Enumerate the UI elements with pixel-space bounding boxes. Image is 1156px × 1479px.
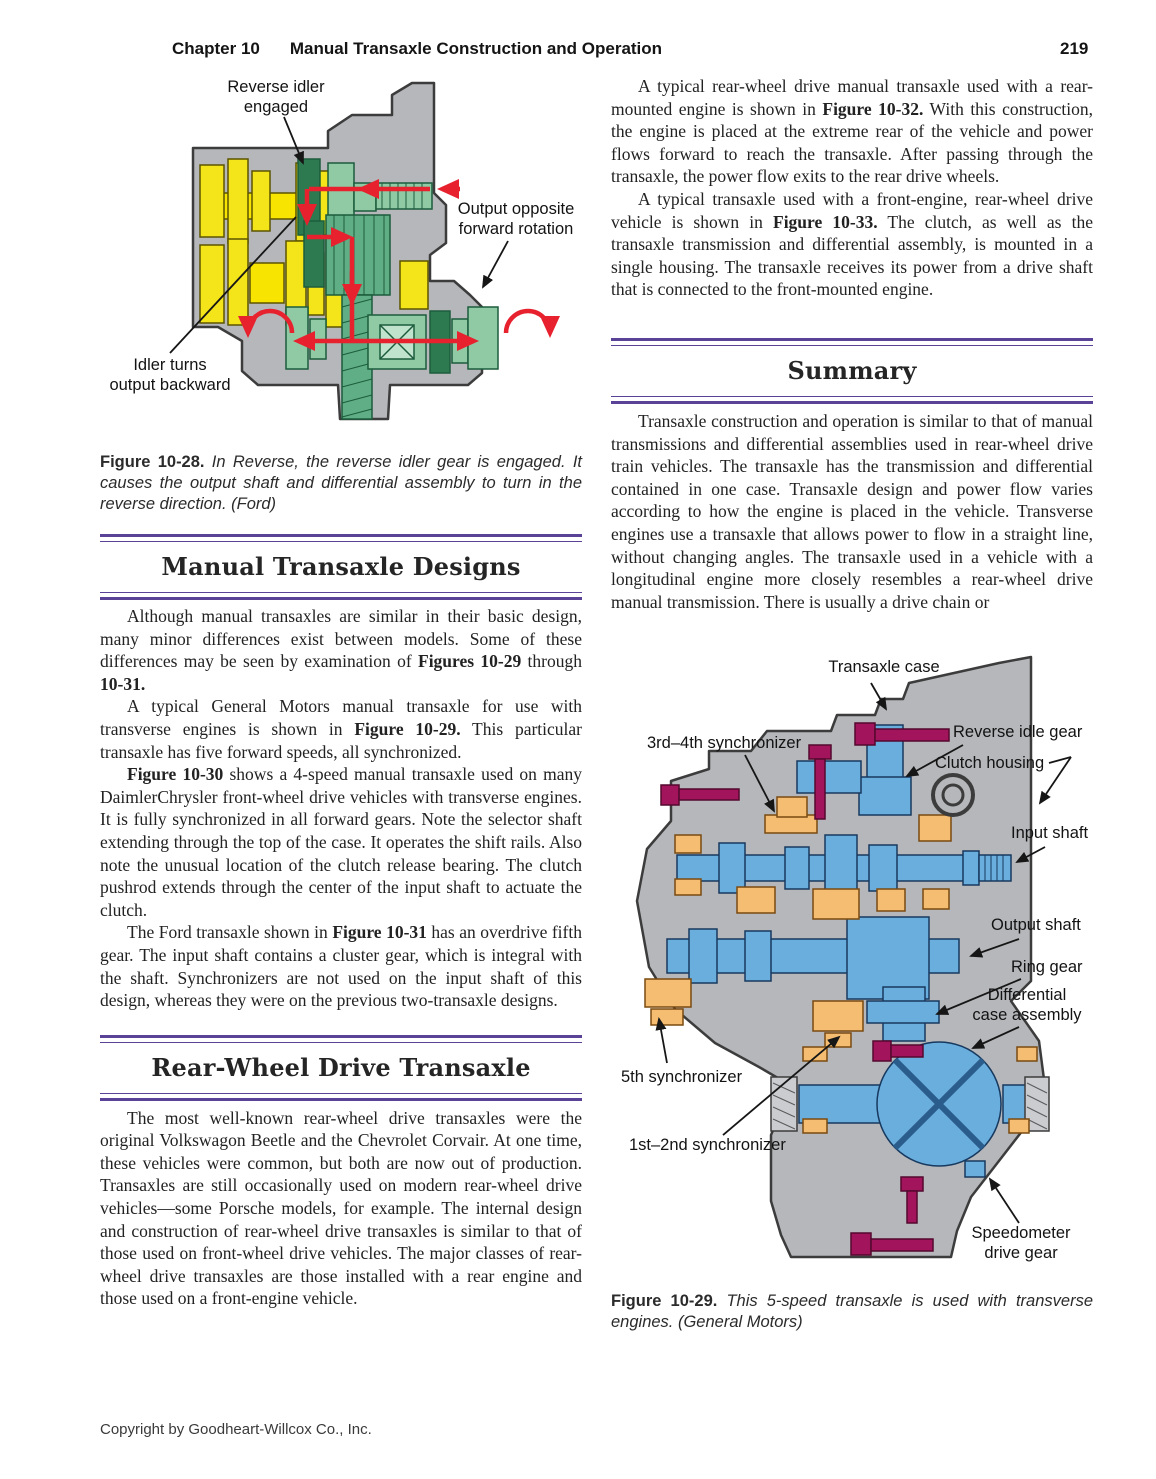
orange-synchronizers	[644, 796, 1038, 1135]
caption-text: This 5-speed transaxle is used with tran…	[611, 1292, 1093, 1332]
label-3rd-4th-synchronizer: 3rd–4th synchronizer	[647, 734, 802, 753]
section-title: Summary	[787, 355, 917, 385]
paragraph: A typical rear-wheel drive manual transa…	[611, 76, 1093, 187]
chapter-title: Manual Transaxle Construction and Operat…	[289, 39, 663, 58]
label-leader-lines	[169, 116, 509, 354]
label-differential-case-assembly: Differential case assembly	[972, 986, 1082, 1025]
designs-body: Although manual transaxles are similar i…	[100, 605, 582, 1012]
figure-10-29-art	[635, 656, 1072, 1259]
label-idler-turns: Idler turns output backward	[109, 356, 231, 394]
caption-lead: Figure 10-28.	[100, 453, 205, 471]
label-5th-synchronizer: 5th synchronizer	[621, 1068, 743, 1087]
caption-text: In Reverse, the reverse idler gear is en…	[100, 453, 582, 513]
copyright-footer: Copyright by Goodheart-Willcox Co., Inc.	[100, 1421, 372, 1438]
clutch-release-bearing	[931, 773, 975, 818]
caption-lead: Figure 10-29.	[611, 1292, 718, 1311]
paragraph: Transaxle construction and operation is …	[611, 410, 1093, 612]
label-reverse-idler-engaged: Reverse idler engaged	[227, 78, 325, 116]
section-title: Manual Transaxle Designs	[161, 552, 521, 581]
section-title: Rear-Wheel Drive Transaxle	[151, 1052, 531, 1082]
heading-rule-bottom	[100, 1092, 582, 1101]
heading-rule-top	[611, 337, 1093, 346]
chapter-label: Chapter 10	[172, 39, 260, 58]
label-leader-lines	[655, 682, 1072, 1224]
left-column: Reverse idler engaged Output opposite fo…	[100, 75, 582, 1310]
figure-10-29: Transaxle case 3rd–4th synchronizer Reve…	[619, 649, 1089, 1277]
page-header: Chapter 10 Manual Transaxle Construction …	[172, 39, 662, 59]
section-summary: Summary	[611, 337, 1093, 404]
rear-body: The most well-known rear-wheel drive tra…	[100, 1107, 582, 1310]
label-output-opposite: Output opposite forward rotation	[457, 200, 575, 238]
label-speedometer-drive-gear: Speedometer drive gear	[971, 1224, 1071, 1263]
summary-body: Transaxle construction and operation is …	[611, 410, 1093, 613]
paragraph: Figure 10-30 shows a 4-speed manual tran…	[100, 764, 582, 920]
right-column: A typical rear-wheel drive manual transa…	[611, 75, 1093, 1350]
label-input-shaft: Input shaft	[1011, 824, 1089, 843]
label-1st-2nd-synchronizer: 1st–2nd synchronizer	[629, 1136, 786, 1155]
section-manual-transaxle-designs: Manual Transaxle Designs	[100, 534, 582, 600]
paragraph: A typical transaxle used with a front-en…	[611, 188, 1093, 300]
label-ring-gear: Ring gear	[1011, 958, 1083, 977]
heading-rule-bottom	[611, 395, 1093, 404]
figure-10-28: Reverse idler engaged Output opposite fo…	[100, 75, 582, 441]
blue-shafts-and-gears	[666, 724, 1048, 1179]
figure-10-28-caption: Figure 10-28. In Reverse, the reverse id…	[100, 452, 582, 515]
paragraph: The most well-known rear-wheel drive tra…	[100, 1107, 582, 1309]
page-number: 219	[1060, 39, 1089, 58]
figure-10-29-caption: Figure 10-29. This 5-speed transaxle is …	[611, 1291, 1093, 1333]
heading-rule-top	[100, 534, 582, 542]
label-clutch-housing: Clutch housing	[935, 754, 1045, 773]
label-reverse-idle-gear: Reverse idle gear	[953, 723, 1083, 742]
paragraph: A typical General Motors manual transaxl…	[100, 696, 582, 762]
figure-10-28-art	[169, 81, 560, 421]
paragraph: The Ford transaxle shown in Figure 10-31…	[100, 922, 582, 1011]
heading-rule-top	[100, 1034, 582, 1043]
power-flow-arrows	[238, 179, 560, 351]
case-bolts	[660, 722, 950, 1257]
label-transaxle-case: Transaxle case	[828, 658, 940, 677]
label-output-shaft: Output shaft	[991, 916, 1081, 935]
heading-rule-bottom	[100, 592, 582, 600]
paragraph: Although manual transaxles are similar i…	[100, 606, 582, 694]
section-rear-wheel-drive: Rear-Wheel Drive Transaxle	[100, 1034, 582, 1101]
